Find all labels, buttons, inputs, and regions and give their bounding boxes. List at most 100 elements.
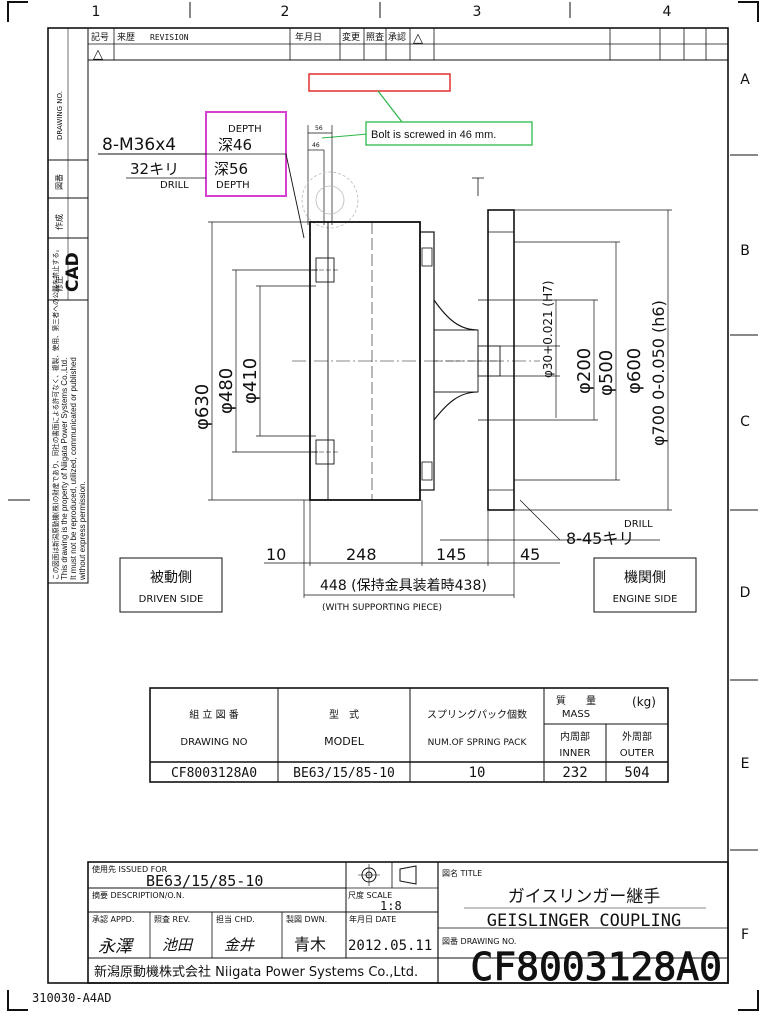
spec-h-drawing-en: DRAWING NO [180, 737, 247, 748]
rev-header-history: 来歴 [117, 32, 135, 43]
dim-d200: φ200 [574, 348, 595, 394]
left-margin-strip: DRAWING NO. 図番 作成 修正 CAD この図面は新潟原動機(株)の財… [47, 27, 89, 584]
dim-46: 46 [312, 142, 320, 149]
company-name: 新潟原動機株式会社 Niigata Power Systems Co.,Ltd. [94, 964, 418, 980]
grid-col-4: 4 [663, 4, 672, 20]
issued-for-label: 使用先 ISSUED FOR [92, 864, 168, 874]
depth-bottom-en: DEPTH [216, 180, 250, 191]
rev-header-date: 年月日 [295, 31, 322, 43]
rev-label: 照査 REV. [154, 914, 190, 924]
driven-side-box: 被動側 DRIVEN SIDE [119, 557, 223, 613]
rev-header-mark: 記号 [91, 31, 109, 43]
copyright-en-2: It must not be reproduced, utilized, com… [69, 357, 78, 580]
sign-chd: 金井 [224, 936, 256, 954]
frame-corners [7, 1, 759, 1011]
grid-column-labels: 1 2 3 4 [92, 4, 672, 20]
driven-side-jp: 被動側 [150, 570, 192, 586]
bolt-spec-leader: 8-M36x4 32キリ DRILL [98, 135, 305, 239]
dim-drill-holes: 8-45キリ [566, 529, 634, 548]
spec-h-spring-en: NUM.OF SPRING PACK [428, 738, 528, 748]
engine-side-jp: 機関側 [624, 570, 666, 586]
spec-h-inner-jp: 内周部 [560, 730, 590, 743]
margin-revision-label: 修正 [54, 276, 64, 292]
spec-drawing-no: CF8003128A0 [171, 766, 257, 781]
bolt-callout: Bolt is screwed in 46 mm. [321, 90, 533, 146]
grid-row-b: B [740, 243, 750, 259]
margin-drawing-no-jp: 図番 [54, 174, 64, 190]
dim-d500: φ500 [596, 350, 617, 396]
spec-h-outer-en: OUTER [620, 748, 655, 759]
rev-header-check: 照査 [366, 31, 384, 43]
depth-bottom-jp: 深56 [214, 160, 248, 178]
red-highlight-box [308, 73, 451, 92]
sign-appd: 永澤 [98, 937, 135, 957]
dim-len145: 145 [436, 545, 467, 564]
grid-ticks [8, 2, 758, 851]
bolt-note: Bolt is screwed in 46 mm. [371, 129, 496, 141]
title-jp: ガイスリンガー継手 [508, 887, 661, 907]
dim-drill-en: DRILL [624, 519, 653, 530]
depth-top-en: DEPTH [228, 124, 262, 135]
dim-d30: φ30+0.021 (H7) [541, 281, 555, 378]
dim-d600: φ600 [624, 348, 645, 394]
right-diameter-dims [478, 209, 672, 511]
spec-h-model-jp: 型 式 [329, 708, 359, 721]
scale-label: 尺度 SCALE [348, 890, 392, 900]
sign-rev: 池田 [162, 936, 194, 954]
dim-d700: φ700 0-0.050 (h6) [649, 300, 668, 446]
date-label: 年月日 DATE [349, 914, 396, 924]
spec-mass-outer: 504 [624, 765, 649, 781]
drill-spec-jp: 32キリ [130, 160, 179, 178]
dim-total: 448 (保持金具装着時438) [320, 578, 487, 594]
spec-table: 組 立 図 番 DRAWING NO 型 式 MODEL スプリングパック個数 … [149, 687, 669, 783]
length-dims [264, 499, 660, 598]
engine-side-box: 機関側 ENGINE SIDE [593, 557, 697, 613]
driven-side-en: DRIVEN SIDE [139, 594, 204, 605]
drawing-no-value: CF8003128A0 [470, 945, 722, 989]
drawing-no-label: 図番 DRAWING NO. [442, 936, 516, 946]
copyright-en-1: This drawing is the property of Niigata … [60, 358, 69, 580]
bolt-spec: 8-M36x4 [102, 135, 176, 155]
date-value: 2012.05.11 [348, 938, 432, 954]
rev-header-revision: REVISION [150, 33, 189, 42]
appd-label: 承認 APPD. [92, 914, 134, 924]
rev-header-approve: 承認 [388, 31, 406, 43]
rev-row-triangle: △ [93, 47, 103, 62]
grid-col-2: 2 [281, 4, 290, 20]
coupling-body [292, 171, 540, 511]
spec-h-model-en: MODEL [324, 735, 365, 748]
spec-h-mass-unit: (kg) [632, 695, 656, 709]
form-code: 310030-A4AD [32, 991, 111, 1005]
engine-side-en: ENGINE SIDE [613, 594, 678, 605]
rev-header-triangle: △ [413, 31, 423, 46]
spec-h-drawing-jp: 組 立 図 番 [189, 708, 239, 721]
title-en: GEISLINGER COUPLING [487, 911, 681, 931]
spec-h-mass-en: MASS [562, 709, 590, 720]
left-diameter-dims [208, 221, 318, 501]
grid-row-d: D [740, 585, 751, 601]
dim-with-piece: (WITH SUPPORTING PIECE) [322, 603, 442, 613]
grid-row-a: A [740, 72, 750, 88]
spec-model: BE63/15/85-10 [293, 766, 395, 781]
scale-value: 1:8 [380, 899, 402, 913]
margin-preparation-label: 作成 [54, 214, 64, 230]
copyright-jp: この図面は新潟原動機(株)の財産であり、同社の書面による許可なく、複製、使用、第… [51, 246, 60, 580]
drill-spec-en: DRILL [160, 180, 189, 191]
issued-for-value: BE63/15/85-10 [146, 872, 263, 890]
dim-d410: φ410 [240, 358, 261, 404]
grid-row-f: F [741, 927, 749, 943]
spec-h-outer-jp: 外周部 [622, 730, 652, 743]
dim-d630: φ630 [192, 384, 213, 430]
spec-spring-packs: 10 [469, 765, 486, 781]
dim-len10: 10 [266, 545, 286, 564]
dim-56: 56 [315, 125, 323, 132]
grid-col-3: 3 [473, 4, 482, 20]
rev-header-change: 変更 [342, 31, 360, 43]
cad-logo: CAD [63, 252, 83, 292]
grid-col-1: 1 [92, 4, 101, 20]
title-label: 図名 TITLE [442, 868, 482, 878]
depth-callout: DEPTH 深46 深56 DEPTH [205, 111, 287, 197]
grid-row-labels: A B C D E F [740, 72, 751, 943]
copyright-en-3: without express permission. [78, 481, 87, 581]
chd-label: 担当 CHD. [216, 914, 255, 924]
